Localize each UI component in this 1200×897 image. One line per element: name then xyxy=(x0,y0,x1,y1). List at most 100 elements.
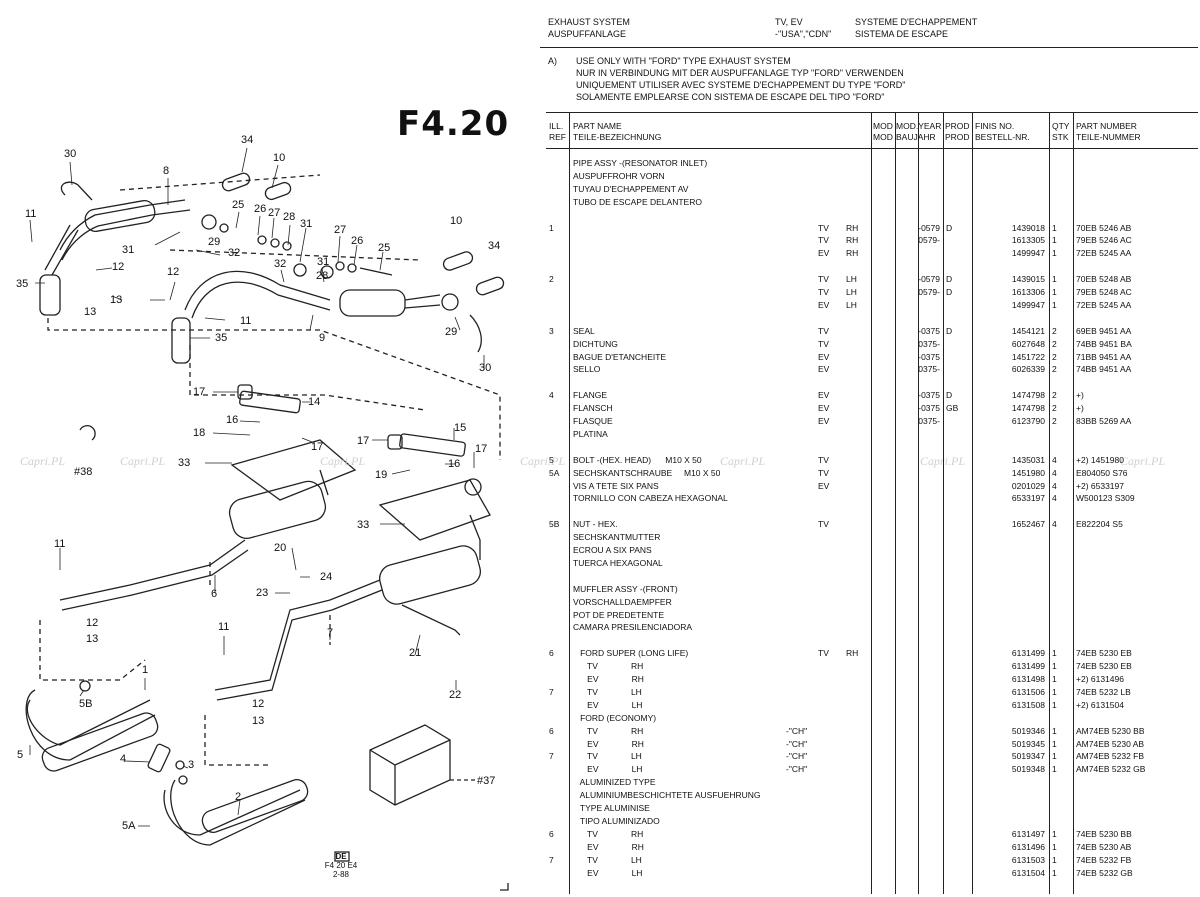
cell-qty: 1 xyxy=(1052,299,1057,310)
cell-pn: AM74EB 5230 AB xyxy=(1076,738,1145,749)
callout-37: #37 xyxy=(477,775,496,787)
cell-finis: 6131504 xyxy=(1011,867,1045,878)
callout-11: 11 xyxy=(25,208,37,220)
cell-ill: 2 xyxy=(549,274,554,285)
callout-30b: 30 xyxy=(479,362,492,374)
callout-12c: 12 xyxy=(86,617,99,629)
col-part-name: PART NAME xyxy=(573,121,622,131)
cell-model: TV xyxy=(818,454,829,465)
cell-name: TIPO ALUMINIZADO xyxy=(573,815,660,826)
cell-qty: 2 xyxy=(1052,416,1057,426)
cell-qty: 1 xyxy=(1052,674,1057,684)
cell-qty: 2 xyxy=(1052,325,1057,336)
cell-name: POT DE PREDETENTE xyxy=(573,609,664,620)
cell-ill: 6 xyxy=(549,725,554,736)
col-ill: ILL. xyxy=(549,121,564,131)
cell-qty: 1 xyxy=(1052,248,1057,259)
cell-qty: 1 xyxy=(1052,661,1057,672)
callout-20: 20 xyxy=(274,542,287,554)
cell-ill: 7 xyxy=(549,751,554,762)
cell-finis: 1439018 xyxy=(1011,222,1045,233)
note-line: USE ONLY WITH "FORD" TYPE EXHAUST SYSTEM xyxy=(576,56,791,66)
cell-pn: +2) 6131496 xyxy=(1076,674,1124,684)
cell-finis: 1474798 xyxy=(1011,403,1045,414)
callout-5b: 5B xyxy=(79,698,93,710)
col-prod2: PROD xyxy=(945,132,970,142)
cell-ill: 4 xyxy=(549,390,554,401)
cell-name: TV LH xyxy=(573,854,642,865)
cell-qty: 2 xyxy=(1052,403,1057,414)
cell-finis: 6131499 xyxy=(1011,661,1045,672)
cell-qty: 1 xyxy=(1052,725,1057,736)
cell-name: TV RH xyxy=(573,661,644,672)
callout-31: 31 xyxy=(300,218,313,230)
cell-finis: 1451722 xyxy=(1011,351,1045,362)
cell-side: RH xyxy=(846,248,859,259)
cell-name: EV RH xyxy=(573,738,644,749)
cell-ill: 3 xyxy=(549,325,554,336)
col-divider xyxy=(871,112,872,894)
cell-pn: 71BB 9451 AA xyxy=(1076,351,1132,362)
cell-year: -0579 xyxy=(918,274,940,285)
cell-finis: 6131499 xyxy=(1011,648,1045,659)
col-divider xyxy=(918,112,919,894)
cell-name: TV LH xyxy=(573,751,642,762)
callout-38: #38 xyxy=(74,466,93,478)
cell-name: SEAL xyxy=(573,325,595,336)
callout-26: 26 xyxy=(254,203,267,215)
cell-name: ALUMINIUMBESCHICHTETE AUSFUEHRUNG xyxy=(573,790,761,801)
cell-qty: 1 xyxy=(1052,738,1057,749)
footer-line1: F4 20 E4 xyxy=(324,861,358,870)
col-divider xyxy=(972,112,973,894)
cell-finis: 1499947 xyxy=(1011,248,1045,259)
callout-17b: 17 xyxy=(311,441,324,453)
callout-17: 17 xyxy=(193,386,206,398)
cell-model: EV xyxy=(818,416,830,426)
col-part-name-de: TEILE-BEZEICHNUNG xyxy=(573,132,662,142)
callout-33: 33 xyxy=(178,457,191,469)
cell-pn: 74BB 9451 AA xyxy=(1076,364,1132,375)
cell-qty: 1 xyxy=(1052,828,1057,839)
note-line: SOLAMENTE EMPLEARSE CON SISTEMA DE ESCAP… xyxy=(576,92,885,102)
callout-4: 4 xyxy=(120,753,127,765)
cell-prod: D xyxy=(946,222,953,233)
watermark: Capri.PL xyxy=(520,454,566,468)
cell-side: LH xyxy=(846,274,857,285)
cell-name: FLANSCH xyxy=(573,403,613,414)
cell-ill: 7 xyxy=(549,854,554,865)
cell-pn: 70EB 5248 AB xyxy=(1076,274,1132,285)
cell-model: TV xyxy=(818,274,829,285)
parts-table: ILL. REF PART NAME TEILE-BEZEICHNUNG MOD… xyxy=(546,112,1198,894)
exhaust-drawing xyxy=(25,147,509,891)
cell-model: TV xyxy=(818,287,829,297)
cell-name: EV LH xyxy=(573,699,643,710)
cell-finis: 6131497 xyxy=(1011,828,1045,839)
cell-name: NUT - HEX. xyxy=(573,519,618,530)
callout-30: 30 xyxy=(64,148,77,160)
cell-qty: 1 xyxy=(1052,274,1057,285)
cell-ill: 1 xyxy=(549,222,554,233)
cell-name: TYPE ALUMINISE xyxy=(573,803,650,813)
cell-qty: 4 xyxy=(1052,467,1057,478)
col-part-number: PART NUMBER xyxy=(1076,121,1137,131)
cell-finis: 6026339 xyxy=(1011,364,1045,375)
note-label: A) xyxy=(548,56,557,66)
cell-model: TV xyxy=(818,519,829,530)
cell-finis: 1613305 xyxy=(1011,235,1045,246)
cell-finis: 6131498 xyxy=(1011,674,1045,684)
callout-5: 5 xyxy=(17,749,24,761)
cell-pn: 79EB 5248 AC xyxy=(1076,287,1132,297)
col-mod: MOD xyxy=(873,121,893,131)
header-markets: -"USA","CDN" xyxy=(775,29,832,39)
callout-32: 32 xyxy=(228,247,241,259)
col-divider xyxy=(1073,112,1074,894)
callout-7: 7 xyxy=(327,627,334,639)
cell-name: TUERCA HEXAGONAL xyxy=(573,557,663,568)
cell-name: EV RH xyxy=(573,841,644,852)
cell-name: EV LH xyxy=(573,764,643,775)
cell-prod: D xyxy=(946,274,953,285)
cell-pn: 74EB 5232 GB xyxy=(1076,867,1133,878)
cell-finis: 1474798 xyxy=(1011,390,1045,401)
cell-qty: 2 xyxy=(1052,338,1057,349)
cell-finis: 1435031 xyxy=(1011,454,1045,465)
